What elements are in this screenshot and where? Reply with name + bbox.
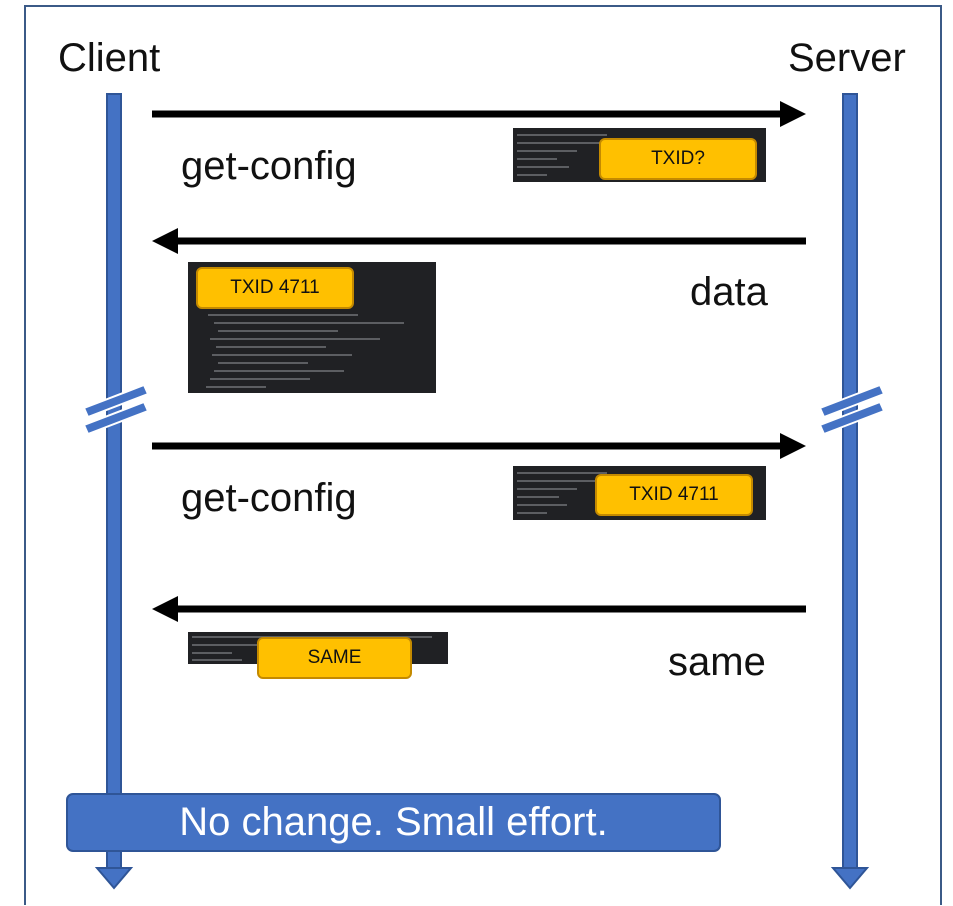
- same-tag: SAME: [257, 637, 412, 679]
- txid-4711-reply-tag: TXID 4711: [196, 267, 354, 309]
- message-label-get-config-2: get-config: [181, 476, 357, 520]
- server-label: Server: [788, 36, 906, 80]
- message-label-data: data: [690, 270, 768, 314]
- client-break-mark: [82, 383, 150, 436]
- message-label-same: same: [668, 640, 766, 684]
- summary-banner: No change. Small effort.: [66, 793, 721, 852]
- client-label: Client: [58, 36, 161, 80]
- server-break-mark: [818, 383, 886, 436]
- txid-4711-request-tag: TXID 4711: [595, 474, 753, 516]
- diagram-frame: [24, 5, 942, 905]
- client-lifeline: [94, 93, 134, 890]
- server-lifeline: [830, 93, 870, 890]
- txid-request-tag: TXID?: [599, 138, 757, 180]
- arrow-data: [152, 228, 806, 254]
- arrow-get-config-1: [152, 101, 806, 127]
- arrow-get-config-2: [152, 433, 806, 459]
- message-label-get-config-1: get-config: [181, 144, 357, 188]
- arrow-same: [152, 596, 806, 622]
